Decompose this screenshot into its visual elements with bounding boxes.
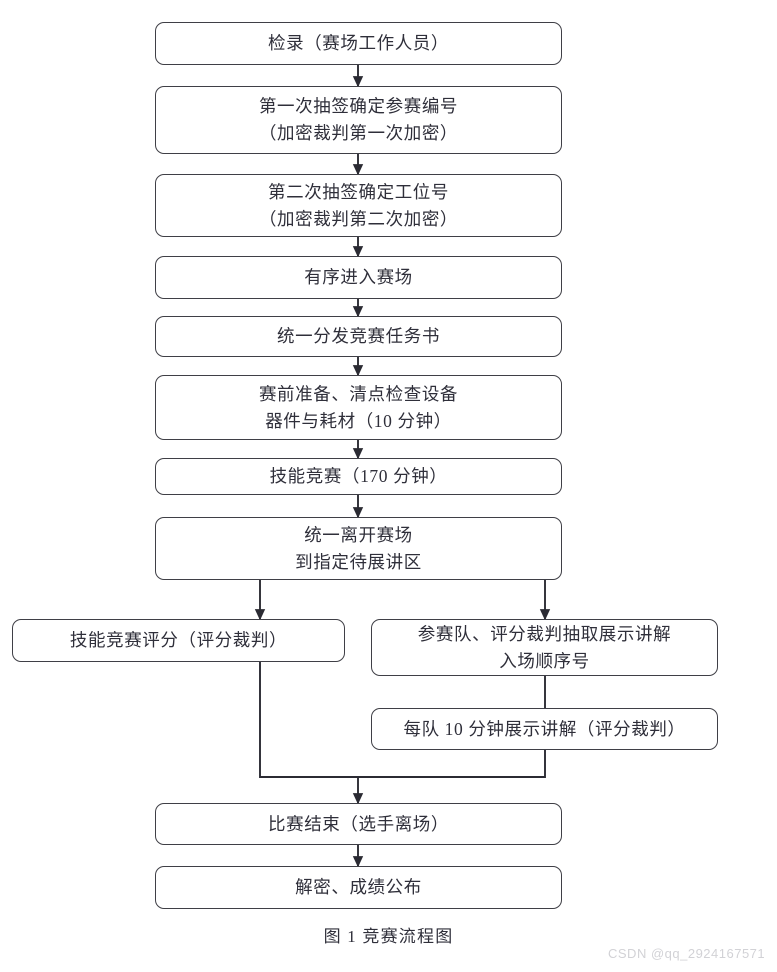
csdn-watermark: CSDN @qq_2924167571: [608, 946, 766, 961]
node-leave-venue[interactable]: 统一离开赛场 到指定待展讲区: [155, 517, 562, 580]
node-first-draw[interactable]: 第一次抽签确定参赛编号 （加密裁判第一次加密）: [155, 86, 562, 154]
node-first-draw-line1: 第一次抽签确定参赛编号: [258, 96, 459, 117]
edge-scoring-merge-left: [259, 662, 358, 778]
node-pre-contest-check-line1: 赛前准备、清点检查设备: [258, 383, 459, 404]
node-second-draw-line1: 第二次抽签确定工位号: [268, 181, 449, 202]
node-check-in-line1: 检录（赛场工作人员）: [268, 33, 449, 54]
node-team-presentation[interactable]: 每队 10 分钟展示讲解（评分裁判）: [371, 708, 718, 750]
node-contest-end-line1: 比赛结束（选手离场）: [268, 813, 449, 834]
node-second-draw-line2: （加密裁判第二次加密）: [258, 208, 459, 229]
node-pre-contest-check-line2: 器件与耗材（10 分钟）: [265, 410, 452, 431]
node-pre-contest-check[interactable]: 赛前准备、清点检查设备 器件与耗材（10 分钟）: [155, 375, 562, 440]
node-contest-end[interactable]: 比赛结束（选手离场）: [155, 803, 562, 845]
node-distribute-task-line1: 统一分发竞赛任务书: [277, 326, 440, 347]
node-distribute-task[interactable]: 统一分发竞赛任务书: [155, 316, 562, 357]
node-leave-venue-line2: 到指定待展讲区: [295, 551, 422, 572]
node-skill-contest-line1: 技能竞赛（170 分钟）: [269, 466, 448, 487]
figure-caption: 图 1 竞赛流程图: [323, 927, 454, 946]
node-decrypt-results[interactable]: 解密、成绩公布: [155, 866, 562, 909]
node-draw-presentation-order[interactable]: 参赛队、评分裁判抽取展示讲解 入场顺序号: [371, 619, 718, 676]
node-draw-presentation-order-line2: 入场顺序号: [499, 650, 590, 671]
node-second-draw[interactable]: 第二次抽签确定工位号 （加密裁判第二次加密）: [155, 174, 562, 237]
node-skill-scoring[interactable]: 技能竞赛评分（评分裁判）: [12, 619, 345, 662]
node-skill-contest[interactable]: 技能竞赛（170 分钟）: [155, 458, 562, 495]
node-skill-scoring-line1: 技能竞赛评分（评分裁判）: [69, 630, 288, 651]
node-check-in[interactable]: 检录（赛场工作人员）: [155, 22, 562, 65]
node-first-draw-line2: （加密裁判第一次加密）: [258, 123, 459, 143]
node-leave-venue-line1: 统一离开赛场: [304, 524, 413, 545]
node-draw-presentation-order-line1: 参赛队、评分裁判抽取展示讲解: [417, 623, 672, 644]
node-enter-venue-line1: 有序进入赛场: [304, 267, 413, 288]
node-team-presentation-line1: 每队 10 分钟展示讲解（评分裁判）: [403, 718, 686, 739]
node-enter-venue[interactable]: 有序进入赛场: [155, 256, 562, 299]
node-decrypt-results-line1: 解密、成绩公布: [295, 877, 422, 898]
edge-presentation-merge-right: [358, 750, 546, 778]
